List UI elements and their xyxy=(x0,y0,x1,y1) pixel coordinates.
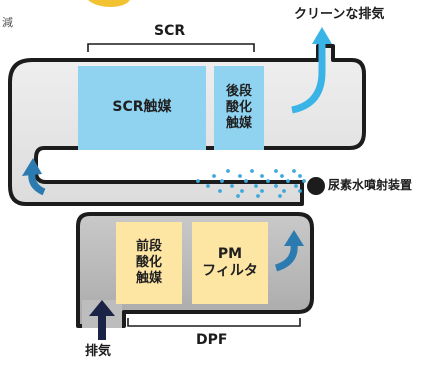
spray-dot xyxy=(220,179,224,183)
spray-dot xyxy=(292,169,296,173)
spray-dot xyxy=(274,169,278,173)
inlet-arrow-shaft xyxy=(98,314,106,340)
pm-filter-label: PM フィルタ xyxy=(202,245,258,279)
spray-dot xyxy=(278,194,282,198)
scr-catalyst-block xyxy=(78,66,206,150)
front-oxidation-catalyst-label: 前段 酸化 触媒 xyxy=(135,239,162,286)
urea-injector-label: 尿素水噴射装置 xyxy=(328,178,413,192)
spray-dot xyxy=(298,174,302,178)
spray-dot xyxy=(196,179,200,183)
spray-dot xyxy=(206,184,210,188)
clean-exhaust-label: クリーンな排気 xyxy=(294,7,385,22)
rear-oxidation-catalyst-block xyxy=(214,66,264,150)
spray-dot xyxy=(294,184,298,188)
scr-catalyst-label: SCR触媒 xyxy=(112,99,172,116)
exhaust-inlet-label: 排気 xyxy=(85,344,112,359)
top-left-fragment: 減 xyxy=(2,16,13,29)
spray-dot xyxy=(266,179,270,183)
spray-dot xyxy=(254,184,258,188)
pm-filter-block xyxy=(192,222,268,304)
clean-exhaust-arrow-head xyxy=(312,27,332,44)
spray-dot xyxy=(236,194,240,198)
spray-dot xyxy=(250,169,254,173)
clean-exhaust-arrow xyxy=(291,44,326,114)
spray-dot xyxy=(260,189,264,193)
spray-dot xyxy=(298,189,302,193)
dpf-flow-arrow xyxy=(274,243,298,272)
front-oxidation-catalyst-block xyxy=(116,222,182,304)
inlet-arrow-head xyxy=(89,300,115,316)
spray-dot xyxy=(230,184,234,188)
spray-dot xyxy=(274,184,278,188)
scr-section-label: SCR xyxy=(154,23,186,39)
spray-dot xyxy=(212,174,216,178)
left-flow-arrow-head xyxy=(22,158,42,176)
spray-dot xyxy=(218,189,222,193)
spray-dot xyxy=(286,179,290,183)
spray-dot xyxy=(240,189,244,193)
spray-dot xyxy=(256,194,260,198)
spray-dot xyxy=(226,169,230,173)
urea-injector-nozzle xyxy=(307,177,325,195)
dpf-flow-arrow-head xyxy=(284,230,304,246)
dpf-bracket xyxy=(127,318,301,327)
spray-dot xyxy=(302,179,306,183)
dpf-section-label: DPF xyxy=(196,332,228,348)
rear-oxidation-catalyst-label: 後段 酸化 触媒 xyxy=(225,84,252,131)
spray-dot xyxy=(282,189,286,193)
spray-dot xyxy=(280,174,284,178)
spray-dot xyxy=(260,174,264,178)
spray-dot xyxy=(238,174,242,178)
scr-bracket xyxy=(87,43,255,52)
urea-spray xyxy=(196,169,306,198)
top-decoration xyxy=(88,0,130,7)
spray-dot xyxy=(244,179,248,183)
